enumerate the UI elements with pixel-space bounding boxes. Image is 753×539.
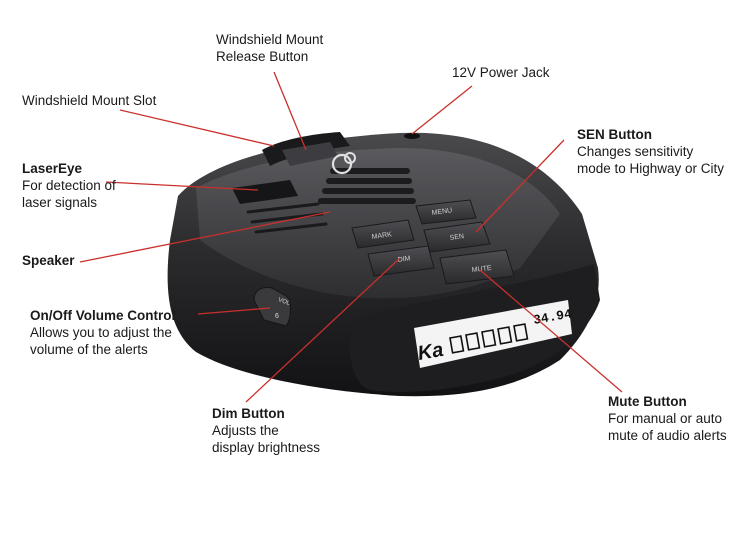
label-sen-desc-2: mode to Highway or City	[577, 161, 725, 176]
laser-eye-lens	[232, 180, 298, 204]
release-button[interactable]	[282, 142, 338, 166]
label-laser-eye: LaserEye For detection of laser signals	[22, 160, 116, 211]
display-signal-bars	[449, 323, 529, 354]
display-band: Ka	[416, 339, 445, 365]
label-mute: Mute Button For manual or auto mute of a…	[608, 393, 727, 444]
button-menu[interactable]: MENU	[415, 199, 477, 225]
label-mute-desc-1: For manual or auto	[608, 411, 723, 426]
leader-volume	[197, 307, 271, 315]
label-speaker-title: Speaker	[22, 253, 75, 268]
label-volume-desc-2: volume of the alerts	[30, 342, 148, 357]
label-laser-eye-desc-2: laser signals	[22, 195, 98, 210]
label-mute-title: Mute Button	[608, 394, 687, 409]
button-sen[interactable]: SEN	[423, 221, 491, 253]
label-sen: SEN Button Changes sensitivity mode to H…	[577, 126, 724, 177]
label-dim-desc-1: Adjusts the	[212, 423, 279, 438]
display-frequency: 34.94	[532, 306, 573, 328]
leader-sen	[475, 139, 565, 233]
label-volume: On/Off Volume Control Allows you to adju…	[30, 307, 175, 358]
button-dim[interactable]: DIM	[367, 245, 435, 277]
label-volume-desc-1: Allows you to adjust the	[30, 325, 172, 340]
radar-detector: MARK MENU SEN DIM MUTE Ka	[167, 132, 600, 397]
button-menu-label: MENU	[431, 207, 452, 217]
leader-mute	[479, 269, 623, 393]
leader-release-button	[273, 71, 307, 151]
leader-dim	[245, 257, 401, 403]
label-laser-eye-desc-1: For detection of	[22, 178, 116, 193]
leader-laser-eye	[105, 181, 259, 191]
display-screen: Ka 34.94	[414, 300, 573, 368]
button-mute-label: MUTE	[471, 265, 492, 274]
label-power-jack: 12V Power Jack	[452, 65, 550, 80]
label-dim-title: Dim Button	[212, 406, 285, 421]
label-dim-desc-2: display brightness	[212, 440, 321, 455]
label-sen-title: SEN Button	[577, 127, 652, 142]
label-laser-eye-title: LaserEye	[22, 161, 83, 176]
volume-knob-label: VOL	[277, 297, 291, 307]
button-mark-label: MARK	[371, 231, 392, 241]
volume-knob[interactable]: VOL 6	[253, 287, 291, 327]
leader-speaker	[79, 211, 331, 263]
label-dim: Dim Button Adjusts the display brightnes…	[212, 405, 320, 456]
label-release-button-line-1: Windshield Mount	[216, 32, 324, 47]
brand-logo	[331, 152, 356, 175]
leader-power-jack	[411, 85, 473, 135]
button-mark[interactable]: MARK	[351, 219, 415, 249]
label-release-button: Windshield Mount Release Button	[216, 31, 323, 65]
label-mount-slot: Windshield Mount Slot	[22, 93, 157, 108]
label-speaker: Speaker	[22, 252, 75, 269]
label-mute-desc-2: mute of audio alerts	[608, 428, 727, 443]
power-jack	[404, 133, 420, 139]
leader-lines	[79, 71, 623, 403]
button-mute[interactable]: MUTE	[439, 249, 515, 285]
label-release-button-line-2: Release Button	[216, 49, 309, 64]
volume-knob-number: 6	[275, 313, 279, 320]
button-sen-label: SEN	[449, 233, 464, 242]
label-volume-title: On/Off Volume Control	[30, 308, 176, 323]
button-dim-label: DIM	[397, 255, 411, 264]
leader-mount-slot	[119, 109, 275, 147]
label-sen-desc-1: Changes sensitivity	[577, 144, 694, 159]
